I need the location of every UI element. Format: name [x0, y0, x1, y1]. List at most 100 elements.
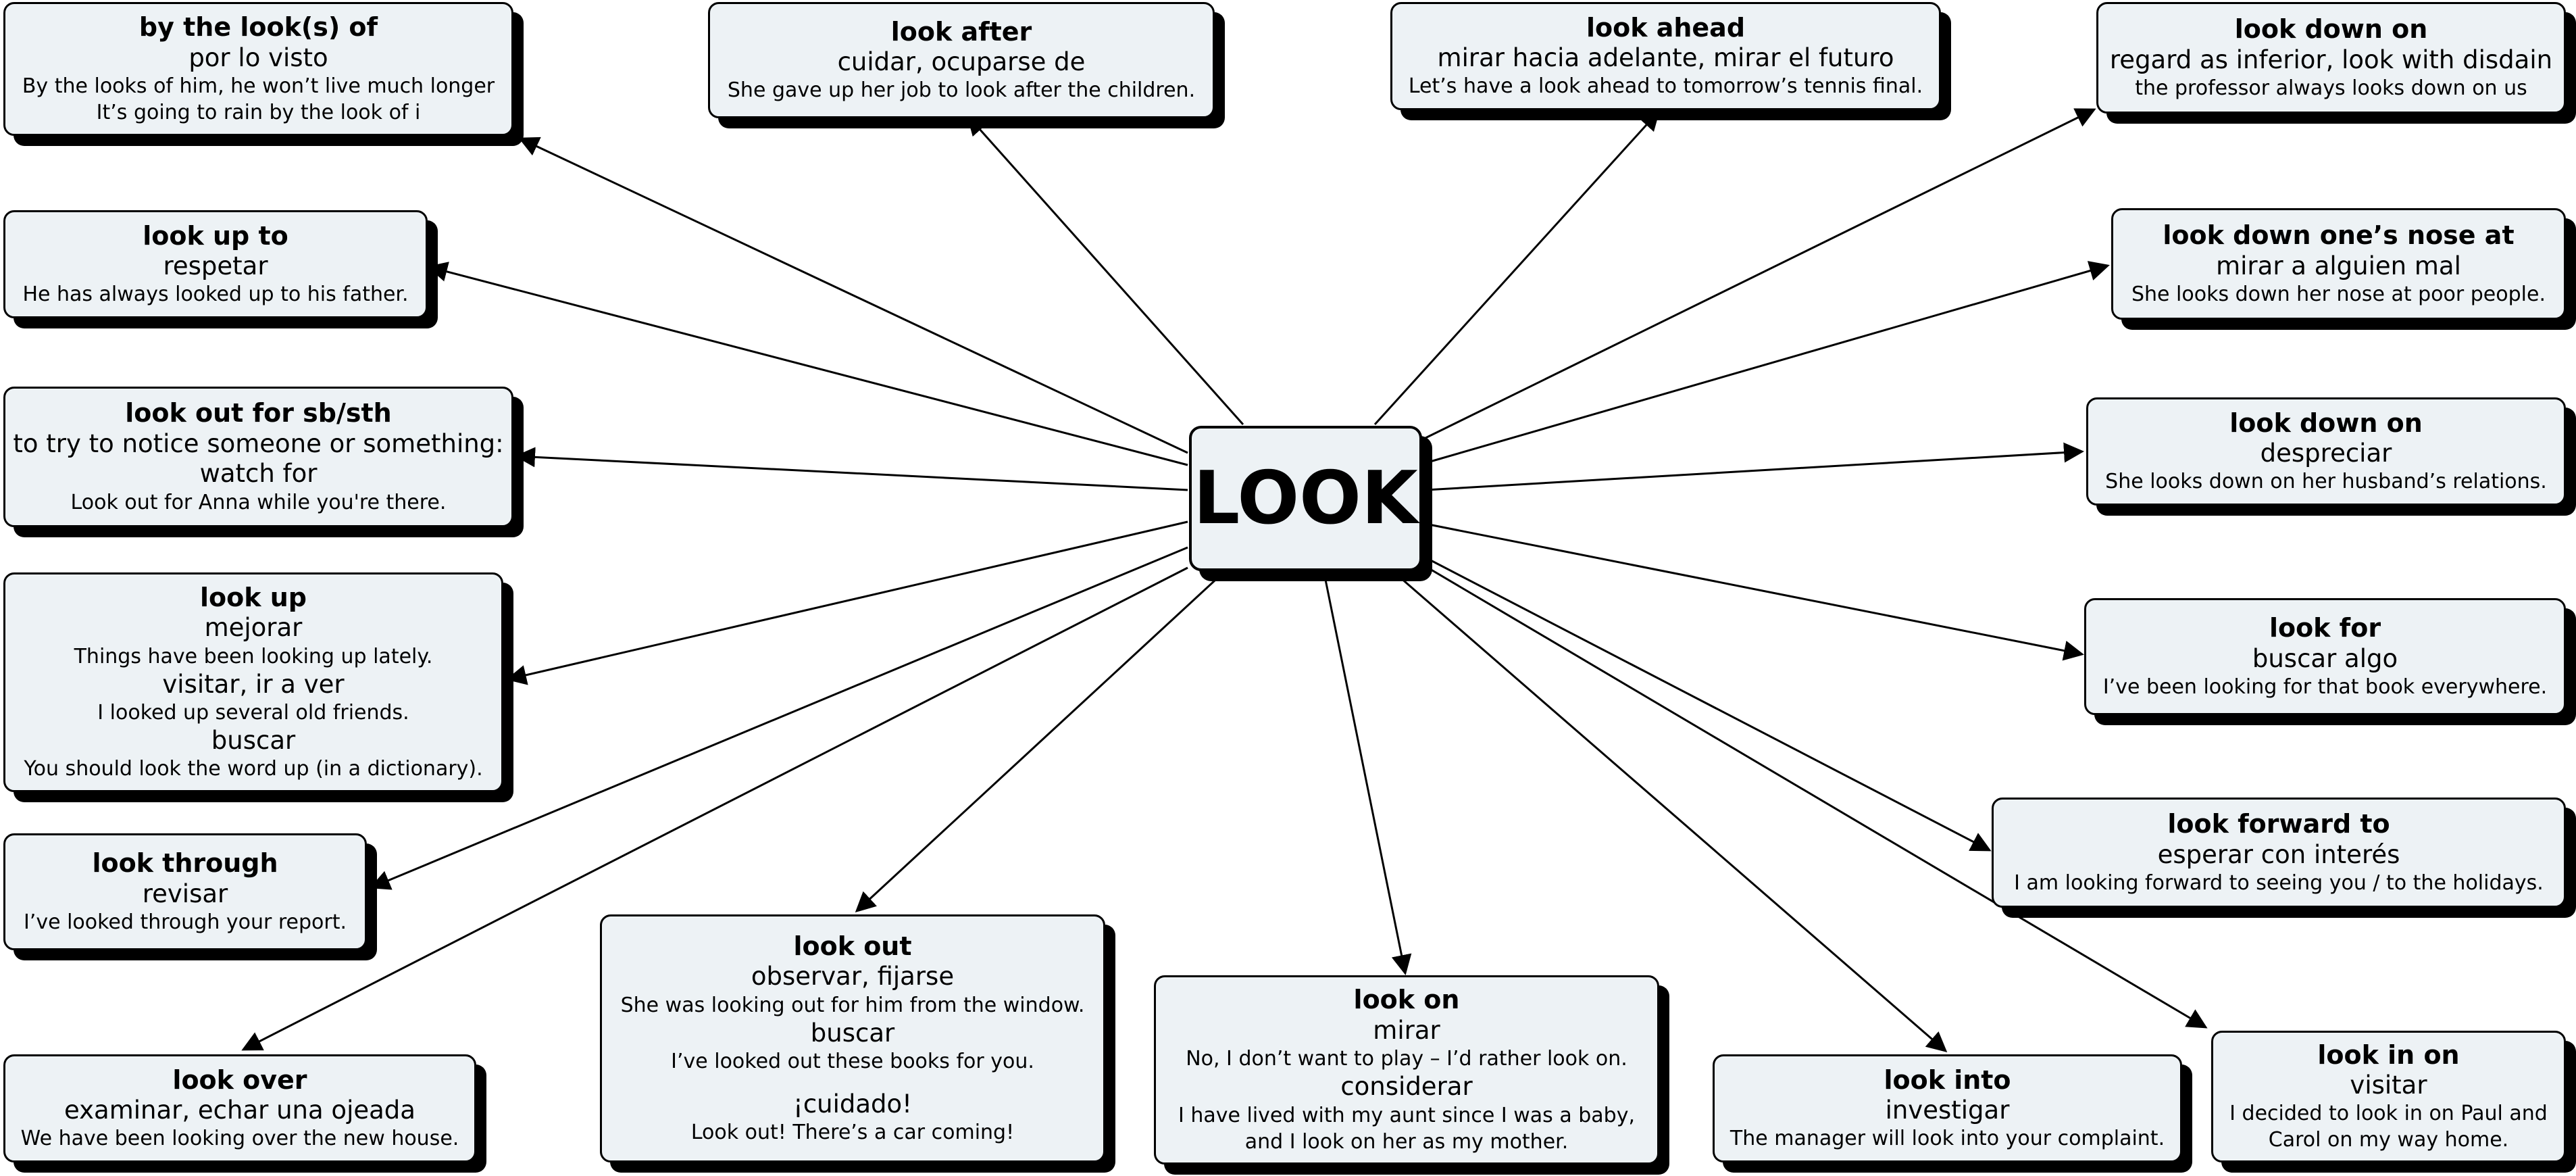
node-example: I decided to look in on Paul and [2229, 1102, 2548, 1126]
connector-arrow-12 [855, 572, 1224, 913]
node-look-out-for: look out for sb/sth to try to notice som… [3, 387, 513, 527]
node-title: look ahead [1586, 12, 1746, 43]
node-meaning: por lo visto [188, 43, 328, 72]
node-meaning: considerar [1340, 1072, 1473, 1102]
node-title: look into [1884, 1064, 2011, 1095]
node-look-down-on-despreciar: look down on despreciar She looks down o… [2086, 397, 2566, 506]
node-meaning: watch for [199, 459, 318, 489]
node-example: Let’s have a look ahead to tomorrow’s te… [1408, 74, 1923, 99]
connector-arrow-2 [1373, 109, 1661, 426]
connector-arrow-4 [427, 262, 1188, 466]
node-meaning: observar, fijarse [751, 962, 955, 991]
node-title: look out for sb/sth [125, 398, 392, 428]
connector-arrow-9 [1425, 522, 2084, 661]
node-example: By the looks of him, he won’t live much … [22, 74, 495, 98]
node-look-out: look out observar, fijarse She was looki… [600, 914, 1105, 1162]
node-example: We have been looking over the new house. [20, 1127, 459, 1151]
node-title: look down on [2229, 408, 2423, 438]
node-example: I have lived with my aunt since I was a … [1178, 1103, 1635, 1127]
node-example: I’ve been looking for that book everywhe… [2102, 675, 2548, 699]
node-look-for: look for buscar algo I’ve been looking f… [2084, 598, 2566, 715]
node-meaning: respetar [163, 251, 268, 281]
node-title: look in on [2317, 1039, 2460, 1070]
node-meaning: esperar con interés [2157, 839, 2400, 869]
node-meaning: to try to notice someone or something: [13, 428, 504, 458]
node-meaning: cuidar, ocuparse de [837, 47, 1086, 77]
node-meaning: mirar [1373, 1015, 1440, 1045]
connector-arrow-11 [1425, 556, 1992, 852]
node-look-through: look through revisar I’ve looked through… [3, 833, 367, 950]
node-meaning: mirar a alguien mal [2216, 251, 2461, 280]
node-meaning: buscar [211, 725, 296, 755]
node-example: It’s going to rain by the look of i [96, 100, 421, 124]
node-meaning: mirar hacia adelante, mirar el futuro [1437, 43, 1894, 73]
node-title: look over [172, 1064, 307, 1095]
node-look-up-to: look up to respetar He has always looked… [3, 210, 428, 318]
node-example: No, I don’t want to play – I’d rather lo… [1186, 1047, 1627, 1071]
connector-arrow-1 [967, 114, 1244, 425]
node-meaning: regard as inferior, look with disdain [2109, 45, 2553, 74]
connector-arrow-5 [1425, 261, 2110, 464]
connector-arrow-3 [1425, 108, 2096, 439]
node-example: I’ve looked out these books for you. [671, 1049, 1034, 1073]
node-example: She gave up her job to look after the ch… [727, 78, 1196, 103]
node-look-down-ones-nose-at: look down one’s nose at mirar a alguien … [2111, 208, 2566, 320]
node-example: I am looking forward to seeing you / to … [2014, 871, 2544, 895]
node-look-after: look after cuidar, ocuparse de She gave … [708, 2, 1215, 118]
node-meaning: revisar [142, 879, 228, 908]
node-look-on: look on mirar No, I don’t want to play –… [1154, 975, 1659, 1165]
node-title: look down one’s nose at [2163, 220, 2515, 250]
node-title: look down on [2234, 14, 2428, 44]
node-example: She looks down on her husband’s relation… [2105, 470, 2547, 494]
connector-arrow-7 [1425, 442, 2084, 491]
node-example: Things have been looking up lately. [74, 644, 433, 668]
node-example: You should look the word up (in a dictio… [24, 757, 483, 781]
node-look-into: look into investigar The manager will lo… [1713, 1054, 2182, 1162]
connector-arrow-15 [1394, 572, 1948, 1052]
node-meaning: buscar algo [2252, 643, 2398, 673]
connector-arrow-16 [1425, 565, 2208, 1029]
node-example: the professor always looks down on us [2135, 76, 2527, 100]
node-meaning: investigar [1885, 1096, 2010, 1125]
node-example: She looks down her nose at poor people. [2131, 282, 2546, 306]
node-example: I looked up several old friends. [97, 700, 409, 725]
center-node: LOOK [1189, 426, 1422, 571]
node-meaning: buscar [810, 1018, 895, 1048]
node-meaning: examinar, echar una ojeada [64, 1096, 415, 1125]
node-title: look after [890, 16, 1032, 47]
node-title: look out [793, 931, 912, 961]
connector-arrow-14 [241, 566, 1188, 1051]
node-look-up: look up mejorar Things have been looking… [3, 572, 503, 792]
node-look-over: look over examinar, echar una ojeada We … [3, 1054, 476, 1162]
node-title: look through [92, 848, 278, 878]
node-title: by the look(s) of [138, 12, 378, 42]
node-meaning: despreciar [2260, 439, 2392, 468]
node-example: Carol on my way home. [2268, 1128, 2509, 1152]
node-meaning: visitar, ir a ver [162, 669, 345, 699]
connector-arrow-10 [370, 546, 1188, 890]
node-look-down-on-regard: look down on regard as inferior, look wi… [2096, 2, 2566, 114]
connector-arrow-6 [515, 447, 1188, 491]
connector-arrow-0 [518, 137, 1188, 454]
node-example: She was looking out for him from the win… [620, 993, 1085, 1017]
node-example: and I look on her as my mother. [1244, 1129, 1569, 1154]
node-meaning: visitar [2350, 1071, 2427, 1100]
node-meaning: ¡cuidado! [792, 1089, 913, 1119]
node-example: Look out for Anna while you're there. [70, 490, 447, 514]
node-look-ahead: look ahead mirar hacia adelante, mirar e… [1390, 2, 1941, 110]
node-look-in-on: look in on visitar I decided to look in … [2211, 1031, 2566, 1162]
node-title: look up to [143, 220, 288, 251]
node-title: look on [1353, 985, 1460, 1015]
connector-arrow-8 [506, 520, 1188, 685]
node-example: Look out! There’s a car coming! [690, 1121, 1015, 1145]
node-title: look for [2269, 613, 2381, 643]
connector-arrow-13 [1323, 572, 1412, 975]
node-example: The manager will look into your complain… [1729, 1127, 2165, 1151]
node-example: He has always looked up to his father. [22, 283, 409, 307]
node-meaning: mejorar [204, 613, 303, 643]
node-title: look up [200, 582, 307, 612]
node-example: I’ve looked through your report. [23, 910, 347, 934]
node-title: look forward to [2167, 809, 2390, 839]
